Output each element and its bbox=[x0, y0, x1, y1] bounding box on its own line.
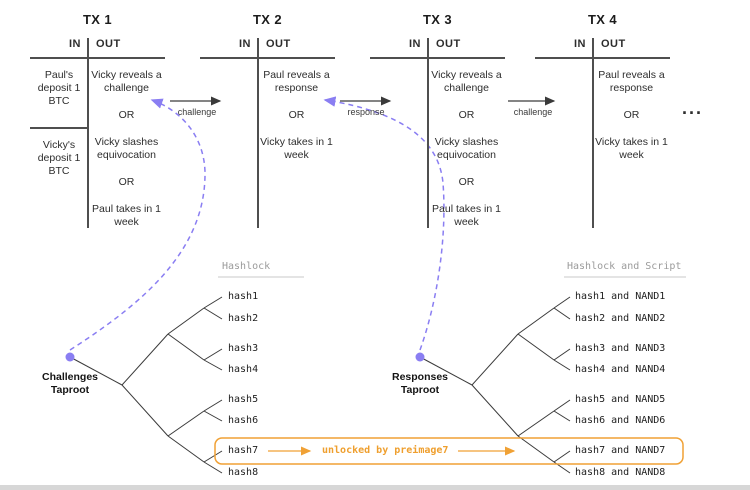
tree-leaf-label: hash5 and NAND5 bbox=[575, 394, 666, 405]
tx-output: Vicky slashes equivocation bbox=[434, 136, 499, 161]
tx-output: Paul takes in 1 week bbox=[432, 203, 501, 228]
continuation-ellipsis: ... bbox=[682, 98, 704, 118]
tx3-outputs: Vicky reveals a challenge OR Vicky slash… bbox=[428, 59, 505, 229]
taproot-spend-arrows bbox=[69, 96, 445, 351]
tx4-in-header: IN bbox=[574, 38, 586, 50]
tx-output: Vicky takes in 1 week bbox=[260, 136, 333, 161]
tx-table-3: TX 3 IN OUT Vicky reveals a challenge OR… bbox=[370, 12, 505, 228]
page-bottom-edge bbox=[0, 485, 750, 490]
flow-label-response: response bbox=[347, 107, 385, 117]
tx-input: Paul's deposit 1 BTC bbox=[37, 69, 81, 107]
tree-leaf-label: hash1 and NAND1 bbox=[575, 291, 666, 302]
tx3-title: TX 3 bbox=[422, 12, 453, 27]
tx4-title: TX 4 bbox=[587, 12, 618, 27]
challenges-taproot-dot bbox=[65, 352, 75, 362]
tree-leaf-label: hash5 bbox=[228, 394, 259, 405]
tx2-grid: IN OUT Paul reveals a response OR Vicky … bbox=[200, 38, 335, 228]
tx3-grid: IN OUT Vicky reveals a challenge OR Vick… bbox=[370, 38, 505, 228]
tree-leaf-label: hash6 bbox=[228, 415, 259, 426]
preimage-highlight-box bbox=[214, 437, 684, 465]
challenges-taproot-label: Challenges Taproot bbox=[41, 371, 99, 396]
tx-output: Paul reveals a response bbox=[263, 69, 330, 94]
tree-leaf-label: hash7 bbox=[228, 445, 259, 456]
response-taproot-arrow bbox=[323, 96, 445, 351]
tree-leaf-label: hash2 and NAND2 bbox=[575, 313, 666, 324]
tx2-in-header: IN bbox=[239, 38, 251, 50]
hashlock-header: Hashlock bbox=[222, 261, 271, 272]
tree-leaf-label: hash6 and NAND6 bbox=[575, 415, 666, 426]
tree-leaf-label: hash4 bbox=[228, 364, 259, 375]
tx2-out-header: OUT bbox=[266, 38, 291, 50]
challenges-tree-lines bbox=[69, 296, 223, 474]
tx-output: Paul takes in 1 week bbox=[92, 203, 161, 228]
tree-leaf-label: hash2 bbox=[228, 313, 259, 324]
tx3-in-header: IN bbox=[409, 38, 421, 50]
tx4-outputs: Paul reveals a response OR Vicky takes i… bbox=[593, 59, 670, 162]
tree-leaf-label: hash7 and NAND7 bbox=[575, 445, 666, 456]
tx-output: Vicky reveals a challenge bbox=[431, 69, 502, 94]
tx1-inputs: Paul's deposit 1 BTC Vicky's deposit 1 B… bbox=[30, 59, 88, 229]
tx3-out-header: OUT bbox=[436, 38, 461, 50]
tree-leaf-label: hash1 bbox=[228, 291, 259, 302]
responses-taproot-label: Responses Taproot bbox=[391, 371, 449, 396]
or-label: OR bbox=[458, 176, 475, 188]
tx2-title: TX 2 bbox=[252, 12, 283, 27]
tx1-title: TX 1 bbox=[82, 12, 113, 27]
or-label: OR bbox=[458, 109, 475, 121]
tx3-inputs bbox=[370, 59, 428, 229]
tx1-out-header: OUT bbox=[96, 38, 121, 50]
responses-tree-lines bbox=[419, 296, 571, 474]
tx-output: Paul reveals a response bbox=[598, 69, 665, 94]
tx2-outputs: Paul reveals a response OR Vicky takes i… bbox=[258, 59, 335, 162]
tree-leaf-label: hash8 bbox=[228, 467, 259, 478]
or-label: OR bbox=[118, 109, 135, 121]
tx1-outputs: Vicky reveals a challenge OR Vicky slash… bbox=[88, 59, 165, 229]
preimage-unlock-label: unlocked by preimage7 bbox=[322, 445, 449, 456]
or-label: OR bbox=[118, 176, 135, 188]
tx-output: Vicky reveals a challenge bbox=[91, 69, 162, 94]
tx-table-4: TX 4 IN OUT Paul reveals a response OR V… bbox=[535, 12, 670, 228]
responses-taproot-dot bbox=[415, 352, 425, 362]
tree-leaf-label: hash4 and NAND4 bbox=[575, 364, 666, 375]
challenge-taproot-arrow bbox=[69, 98, 206, 351]
tx1-in-header: IN bbox=[69, 38, 81, 50]
tx-output: Vicky takes in 1 week bbox=[595, 136, 668, 161]
tx-input: Vicky's deposit 1 BTC bbox=[37, 139, 81, 177]
tx4-out-header: OUT bbox=[601, 38, 626, 50]
tx1-grid: IN OUT Paul's deposit 1 BTC Vicky's depo… bbox=[30, 38, 165, 228]
flow-label-challenge-2: challenge bbox=[513, 107, 553, 117]
tx4-grid: IN OUT Paul reveals a response OR Vicky … bbox=[535, 38, 670, 228]
tx-table-2: TX 2 IN OUT Paul reveals a response OR V… bbox=[200, 12, 335, 228]
flow-label-challenge-1: challenge bbox=[177, 107, 217, 117]
input-divider bbox=[30, 127, 88, 129]
tree-leaf-label: hash8 and NAND8 bbox=[575, 467, 666, 478]
or-label: OR bbox=[623, 109, 640, 121]
hashlock-script-header: Hashlock and Script bbox=[567, 261, 682, 272]
tx-output: Vicky slashes equivocation bbox=[94, 136, 159, 161]
tree-leaf-label: hash3 bbox=[228, 343, 259, 354]
or-label: OR bbox=[288, 109, 305, 121]
tree-leaf-label: hash3 and NAND3 bbox=[575, 343, 666, 354]
tx-table-1: TX 1 IN OUT Paul's deposit 1 BTC Vicky's… bbox=[30, 12, 165, 228]
